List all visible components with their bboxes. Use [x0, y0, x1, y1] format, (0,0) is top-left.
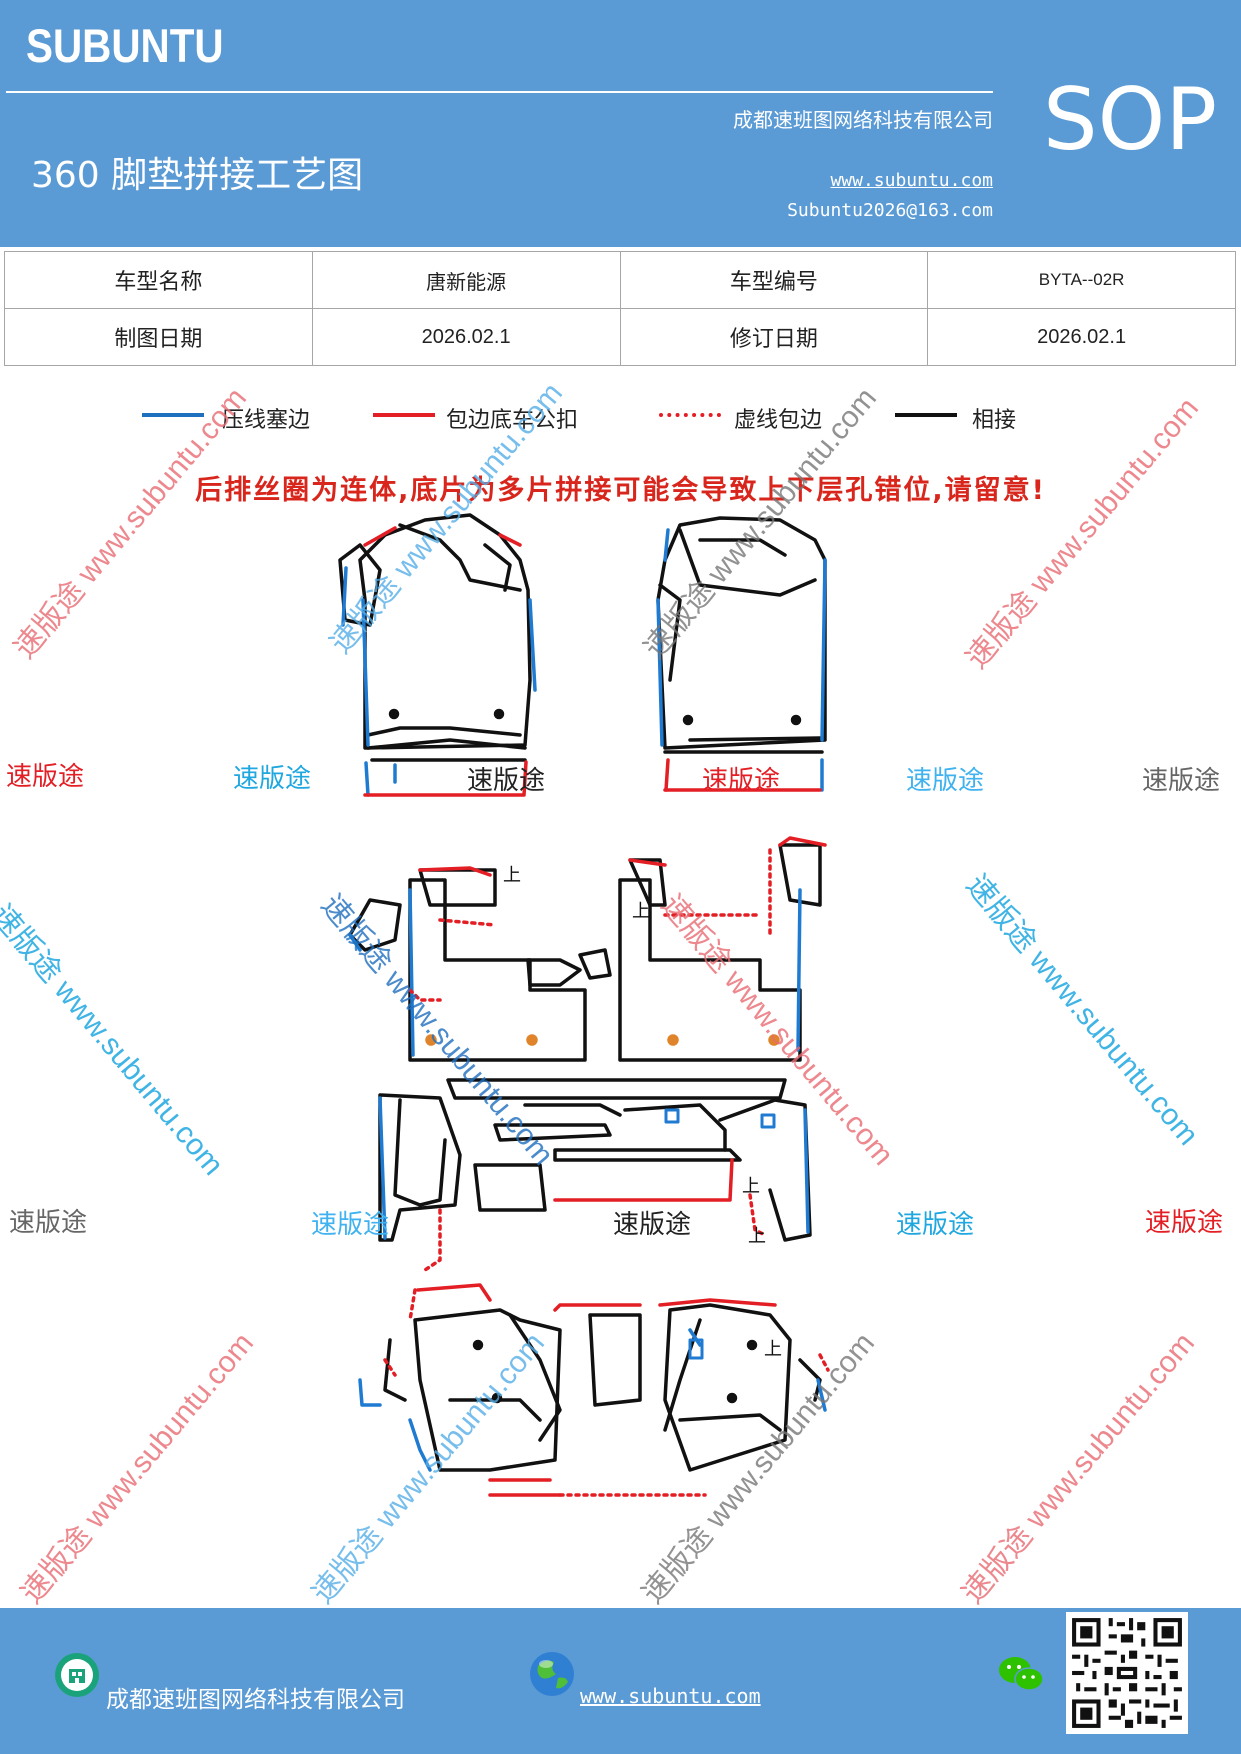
watermark-text: 速版途	[1145, 1208, 1224, 1238]
qr-code[interactable]	[1066, 1612, 1188, 1734]
legend-label: 相接	[972, 408, 1017, 433]
watermark-text: 速版途	[311, 1210, 390, 1240]
up-mark: 上	[748, 1226, 766, 1247]
model-name-value: 唐新能源	[311, 251, 621, 309]
building-icon	[55, 1653, 99, 1697]
qr-code-icon	[1068, 1614, 1186, 1732]
vehicle-info-table: 车型名称 唐新能源 车型编号 BYTA--02R 制图日期 2026.02.1 …	[4, 251, 1236, 366]
watermark-text: 速版途	[702, 766, 781, 796]
up-mark: 上	[764, 1339, 782, 1360]
up-mark: 上	[632, 901, 650, 922]
legend-label: 虚线包边	[734, 408, 823, 433]
front-left-mat	[338, 513, 537, 797]
up-mark: 上	[742, 1176, 760, 1197]
table-row: 车型名称 唐新能源 车型编号 BYTA--02R	[4, 251, 1236, 309]
company-name: 成都速班图网络科技有限公司	[733, 108, 993, 132]
front-right-mat	[656, 516, 827, 792]
floor-mat-diagram: 上 上 上 上 上	[338, 513, 830, 1497]
table-row: 制图日期 2026.02.1 修订日期 2026.02.1	[4, 308, 1236, 366]
sop-badge: SOP	[1043, 70, 1218, 170]
legend-label: 包边底车公扣	[446, 408, 579, 433]
rear-mat	[358, 1283, 830, 1497]
revision-date-value: 2026.02.1	[927, 308, 1236, 366]
watermark-text: 速版途	[613, 1210, 692, 1240]
footer-company-name: 成都速班图网络科技有限公司	[106, 1687, 405, 1713]
footer-website-link[interactable]: www.subuntu.com	[580, 1684, 761, 1708]
watermark-text: 速版途	[6, 762, 85, 792]
watermark-text: 速版途	[233, 764, 312, 794]
model-code-value: BYTA--02R	[927, 251, 1236, 309]
watermark-text: 速版途	[9, 1208, 88, 1238]
header-divider	[6, 91, 993, 93]
page-header: SUBUNTU 360 脚垫拼接工艺图 成都速班图网络科技有限公司 www.su…	[0, 0, 1241, 247]
second-row-mat	[348, 836, 827, 1272]
page-title: 360 脚垫拼接工艺图	[31, 155, 364, 196]
page-footer: 成都速班图网络科技有限公司 www.subuntu.com	[0, 1608, 1241, 1754]
up-mark: 上	[503, 865, 521, 886]
model-name-label: 车型名称	[4, 251, 313, 309]
website-link[interactable]: www.subuntu.com	[830, 170, 993, 191]
revision-date-label: 修订日期	[619, 308, 929, 366]
legend-swatch-red	[373, 413, 435, 417]
draw-date-label: 制图日期	[4, 308, 313, 366]
globe-icon	[530, 1652, 574, 1696]
watermark-text: 速版途	[896, 1210, 975, 1240]
watermark-text: 速版途	[1142, 766, 1221, 796]
line-legend: 压线塞边 包边底车公扣 虚线包边 相接	[0, 400, 1241, 440]
model-code-label: 车型编号	[619, 251, 929, 309]
legend-swatch-black	[895, 413, 957, 417]
draw-date-value: 2026.02.1	[311, 308, 621, 366]
watermark-text: 速版途	[467, 766, 546, 796]
brand-logo: SUBUNTU	[26, 19, 224, 72]
legend-swatch-blue	[142, 413, 204, 417]
legend-label: 压线塞边	[222, 408, 311, 433]
wechat-icon	[999, 1657, 1044, 1691]
email-address: Subuntu2026@163.com	[787, 200, 993, 221]
watermark-text: 速版途	[906, 766, 985, 796]
legend-swatch-red-dotted	[659, 413, 721, 417]
warning-note: 后排丝圈为连体,底片为多片拼接可能会导致上下层孔错位,请留意!	[195, 475, 1046, 506]
